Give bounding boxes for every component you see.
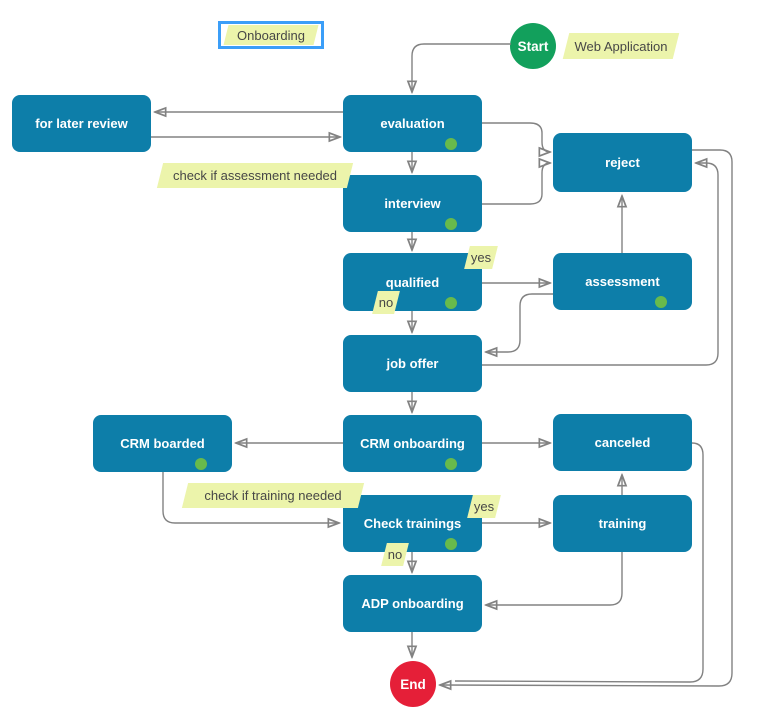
node-job-offer[interactable]: job offer (343, 335, 482, 392)
node-label: CRM onboarding (360, 436, 465, 451)
node-interview[interactable]: interview (343, 175, 482, 232)
node-training[interactable]: training (553, 495, 692, 552)
node-label: canceled (594, 435, 651, 450)
diagram-title-selection-box[interactable]: Onboarding (218, 21, 324, 49)
annotation-web-application[interactable]: Web Application (562, 33, 680, 59)
annotation-text: no (387, 547, 403, 562)
status-dot-icon (445, 458, 457, 470)
edge-reject-to-end[interactable] (440, 149, 733, 686)
node-label: for later review (35, 116, 128, 131)
annotation-text: check if assessment needed (172, 168, 338, 183)
annotation-no-qualified[interactable]: no (371, 291, 401, 314)
annotation-check-if-assessment-needed[interactable]: check if assessment needed (156, 163, 354, 188)
status-dot-icon (445, 538, 457, 550)
edge-canceled-to-end[interactable] (454, 442, 704, 683)
edge-evaluation-to-reject[interactable] (482, 122, 550, 152)
node-assessment[interactable]: assessment (553, 253, 692, 310)
node-label: End (400, 676, 426, 692)
node-reject[interactable]: reject (553, 133, 692, 192)
node-label: interview (384, 196, 441, 211)
node-label: evaluation (380, 116, 445, 131)
status-dot-icon (655, 296, 667, 308)
annotation-text: yes (473, 499, 495, 514)
node-label: Check trainings (363, 516, 462, 531)
node-end[interactable]: End (390, 661, 436, 707)
edge-crm-boarded-to-check-trainings[interactable] (162, 472, 339, 523)
status-dot-icon (445, 218, 457, 230)
status-dot-icon (445, 297, 457, 309)
node-qualified[interactable]: qualified (343, 253, 482, 311)
node-label: assessment (585, 274, 660, 289)
edge-assessment-to-job-offer[interactable] (486, 293, 553, 352)
node-label: training (598, 516, 647, 531)
node-for-later-review[interactable]: for later review (12, 95, 151, 152)
edge-interview-to-reject[interactable] (482, 163, 550, 205)
annotation-text: no (378, 295, 394, 310)
annotation-yes-check-trainings[interactable]: yes (466, 495, 502, 518)
annotation-text: yes (470, 250, 492, 265)
annotation-text: Web Application (574, 38, 668, 54)
annotation-yes-qualified[interactable]: yes (463, 246, 499, 269)
node-label: Start (517, 38, 549, 54)
status-dot-icon (445, 138, 457, 150)
annotation-text: check if training needed (204, 488, 342, 503)
node-label: qualified (385, 274, 440, 290)
node-canceled[interactable]: canceled (553, 414, 692, 471)
edge-job-offer-to-reject[interactable] (482, 163, 719, 366)
diagram-title-flag: Onboarding (222, 25, 320, 45)
diagram-title: Onboarding (237, 27, 305, 43)
node-evaluation[interactable]: evaluation (343, 95, 482, 152)
node-start[interactable]: Start (510, 23, 556, 69)
node-label: job offer (386, 356, 439, 371)
node-label: ADP onboarding (361, 596, 464, 611)
status-dot-icon (195, 458, 207, 470)
annotation-no-check-trainings[interactable]: no (380, 543, 410, 566)
annotation-check-if-training-needed[interactable]: check if training needed (181, 483, 365, 508)
node-crm-onboarding[interactable]: CRM onboarding (343, 415, 482, 472)
node-adp-onboarding[interactable]: ADP onboarding (343, 575, 482, 632)
node-label: reject (605, 155, 640, 170)
edge-training-to-adp-onboarding[interactable] (486, 552, 623, 605)
node-check-trainings[interactable]: Check trainings (343, 495, 482, 552)
node-crm-boarded[interactable]: CRM boarded (93, 415, 232, 472)
node-label: CRM boarded (120, 436, 205, 451)
edge-start-to-evaluation[interactable] (412, 43, 511, 92)
